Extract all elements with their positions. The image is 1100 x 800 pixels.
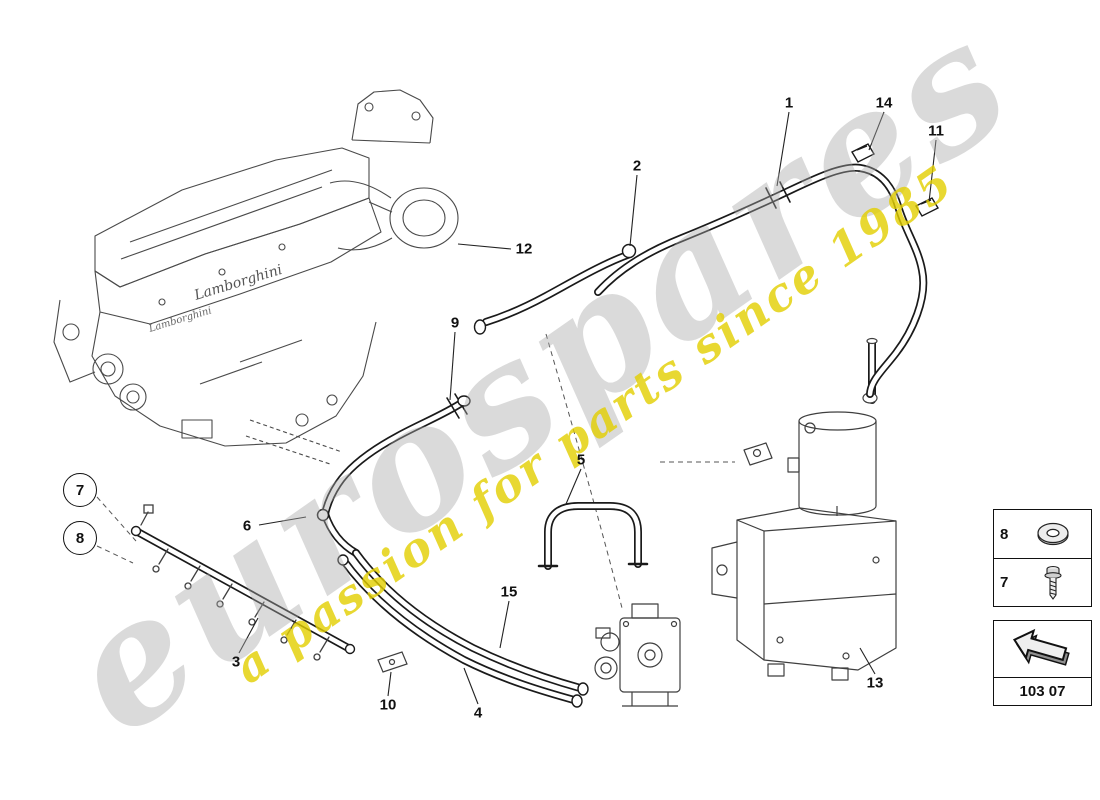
screw-icon bbox=[1020, 563, 1085, 603]
hose-branch bbox=[473, 243, 637, 335]
hose-9 bbox=[321, 393, 471, 518]
construction-dashed-lines bbox=[96, 333, 735, 609]
hose-6-elbow bbox=[316, 508, 360, 557]
engine-script-badge-small: Lamborghini bbox=[147, 305, 213, 335]
callout-13: 13 bbox=[866, 674, 884, 692]
callout-2: 2 bbox=[632, 157, 642, 175]
callout-circle-7: 7 bbox=[63, 473, 97, 507]
callout-14: 14 bbox=[875, 94, 893, 112]
clamp-14 bbox=[851, 143, 875, 163]
clamp-11 bbox=[915, 197, 939, 217]
page-code-box: 103 07 bbox=[993, 620, 1092, 706]
callout-4: 4 bbox=[473, 704, 483, 722]
legend-row-washer: 8 bbox=[994, 510, 1091, 558]
bracket-10 bbox=[377, 651, 408, 673]
callout-1: 1 bbox=[784, 94, 794, 112]
leader-lines bbox=[238, 111, 937, 705]
direction-arrow-icon bbox=[994, 621, 1091, 677]
callout-10: 10 bbox=[379, 696, 397, 714]
callout-5: 5 bbox=[576, 451, 586, 469]
page-code-label: 103 07 bbox=[994, 677, 1091, 705]
hose-4 bbox=[337, 554, 583, 708]
engine-line-art: Lamborghini Lamborghini bbox=[53, 89, 459, 465]
legend-label-7: 7 bbox=[1000, 574, 1009, 591]
hose-15 bbox=[352, 549, 589, 696]
callout-circle-8: 8 bbox=[63, 521, 97, 555]
pump-assembly bbox=[594, 603, 681, 707]
callout-11: 11 bbox=[928, 122, 944, 140]
hose-5 bbox=[537, 502, 649, 570]
callout-12: 12 bbox=[515, 240, 533, 258]
callout-3: 3 bbox=[231, 653, 241, 671]
legend-label-8: 8 bbox=[1000, 525, 1009, 543]
hose-main bbox=[594, 163, 928, 398]
callout-15: 15 bbox=[500, 583, 518, 601]
hardware-legend: 8 7 bbox=[993, 509, 1092, 607]
callout-6: 6 bbox=[242, 517, 252, 535]
callout-9: 9 bbox=[450, 314, 460, 332]
washer-icon bbox=[1020, 519, 1085, 549]
legend-row-screw: 7 bbox=[994, 558, 1091, 606]
fuel-rail bbox=[130, 504, 356, 661]
